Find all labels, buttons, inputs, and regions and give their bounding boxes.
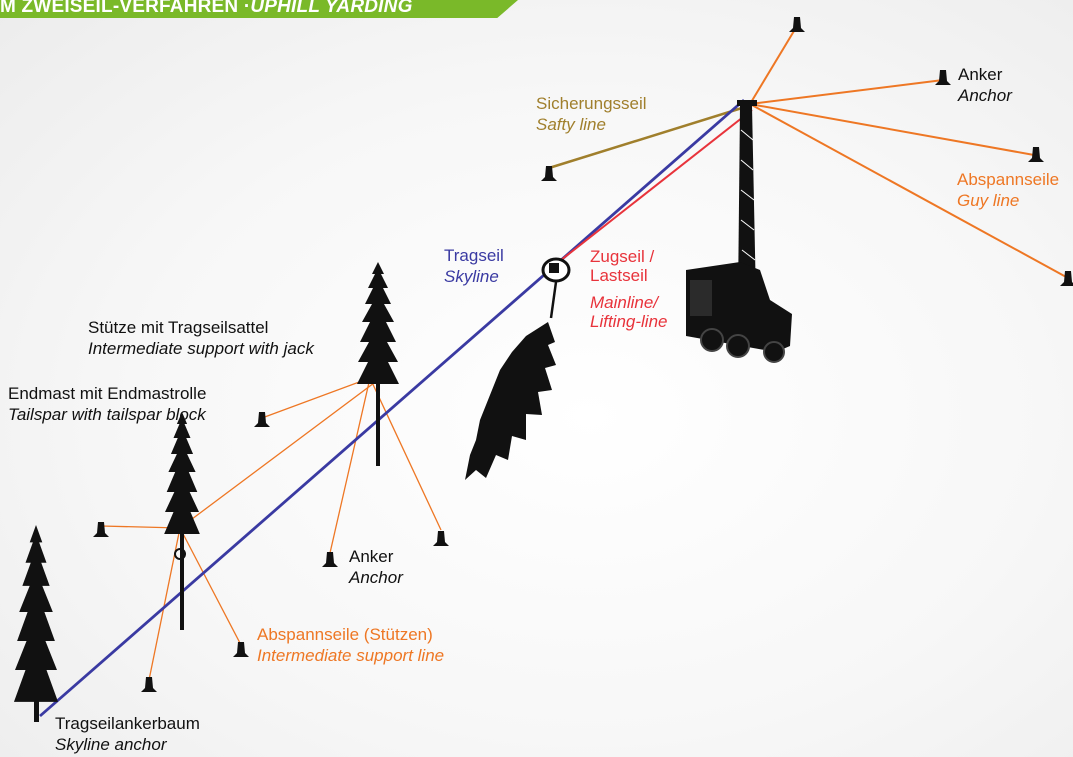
title-part2: UPHILL YARDING xyxy=(250,0,413,17)
label-intermediate-support-line: Abspannseile (Stützen) Intermediate supp… xyxy=(257,624,444,666)
yarder-guy-lines xyxy=(749,25,1069,279)
label-de: Abspannseile (Stützen) xyxy=(257,625,433,644)
label-de: Endmast mit Endmastrolle xyxy=(8,384,207,403)
label-mainline: Zugseil / Lastseil Mainline/ Lifting-lin… xyxy=(590,247,668,331)
safety-line xyxy=(548,106,743,170)
label-en: Safty line xyxy=(536,115,606,134)
anchor-stump-icon xyxy=(935,70,951,85)
anchor-stump-icon xyxy=(141,677,157,692)
label-en: Skyline anchor xyxy=(55,735,167,754)
label-guy-line: Abspannseile Guy line xyxy=(957,169,1059,211)
anchor-stump-icon xyxy=(789,17,805,32)
label-skyline-anchor: Tragseilankerbaum Skyline anchor xyxy=(55,713,200,755)
label-safety-line: Sicherungsseil Safty line xyxy=(536,93,647,135)
mainline-rope xyxy=(555,109,753,265)
anchor-stump-icon xyxy=(541,166,557,181)
anchor-stump-icon xyxy=(233,642,249,657)
tailspar-tree-icon xyxy=(164,412,200,630)
label-de: Abspannseile xyxy=(957,170,1060,189)
label-de: Zugseil / xyxy=(590,247,655,266)
tower-yarder-icon xyxy=(686,100,792,363)
label-de: Tragseil xyxy=(444,246,504,265)
label-en-2: Lifting-line xyxy=(590,312,668,331)
label-anchor-mid: Anker Anchor xyxy=(349,546,403,588)
title-part1: M ZWEISEIL-VERFAHREN · xyxy=(0,0,251,17)
anchor-stump-icon xyxy=(93,522,109,537)
label-anchor-top: Anker Anchor xyxy=(958,64,1012,106)
anchor-stump-icon xyxy=(322,552,338,567)
label-de: Anker xyxy=(958,65,1003,84)
skyline-anchor-tree-icon xyxy=(13,525,59,722)
carriage-icon xyxy=(541,257,571,319)
label-de-2: Lastseil xyxy=(590,266,648,285)
anchor-stump-icon xyxy=(433,531,449,546)
label-en: Mainline/ xyxy=(590,293,659,312)
hauled-log-icon xyxy=(465,322,556,480)
support-tree-icon xyxy=(357,262,399,466)
anchor-stump-icon xyxy=(1060,271,1073,286)
label-en: Guy line xyxy=(957,191,1020,210)
label-de: Stütze mit Tragseilsattel xyxy=(88,318,269,337)
label-en: Anchor xyxy=(349,568,403,587)
label-skyline: Tragseil Skyline xyxy=(444,245,504,287)
title-banner: M ZWEISEIL-VERFAHREN · UPHILL YARDING xyxy=(0,0,518,18)
label-en: Anchor xyxy=(958,86,1012,105)
label-en: Skyline xyxy=(444,267,499,286)
support-guy-lines xyxy=(100,377,442,681)
label-tailspar: Endmast mit Endmastrolle Tailspar with t… xyxy=(8,383,206,425)
skyline-rope xyxy=(39,98,745,718)
label-en: Tailspar with tailspar block xyxy=(8,405,206,424)
label-en: Intermediate support with jack xyxy=(88,339,314,358)
label-intermediate-support: Stütze mit Tragseilsattel Intermediate s… xyxy=(88,317,314,359)
anchor-stump-icon xyxy=(254,412,270,427)
label-de: Anker xyxy=(349,547,394,566)
label-de: Sicherungsseil xyxy=(536,94,647,113)
label-de: Tragseilankerbaum xyxy=(55,714,200,733)
label-en: Intermediate support line xyxy=(257,646,445,665)
